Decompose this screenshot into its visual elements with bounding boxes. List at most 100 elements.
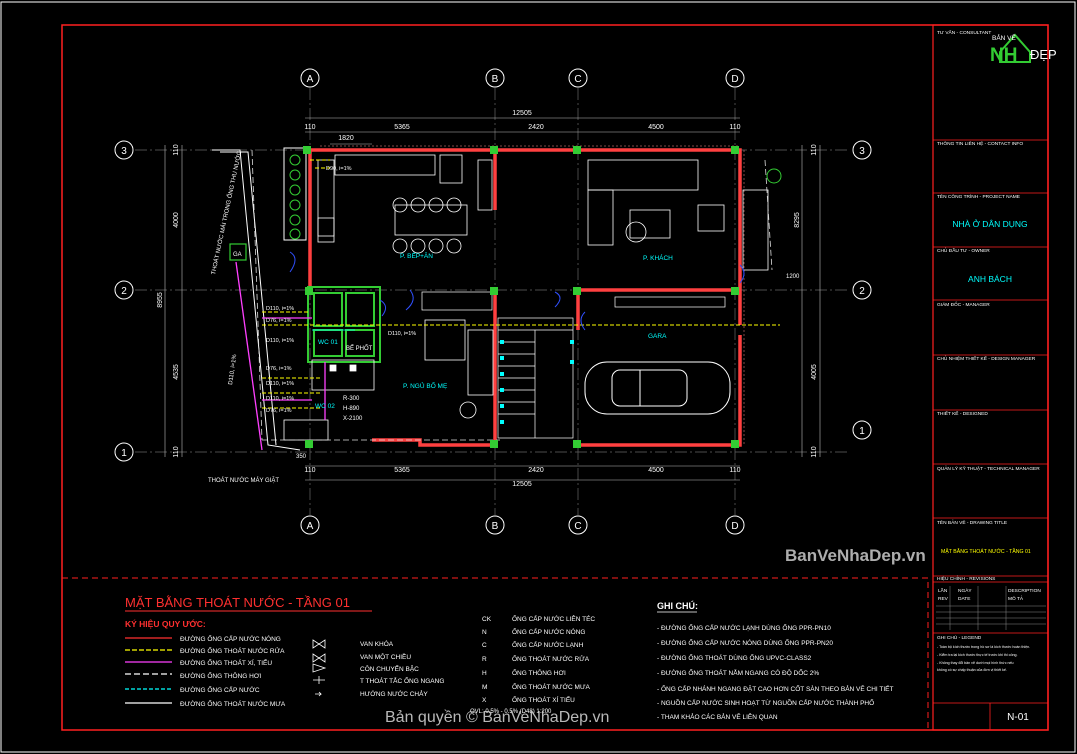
wc-zone bbox=[229, 243, 381, 363]
legend-code-n-label: ỐNG CẤP NƯỚC NÓNG bbox=[512, 626, 585, 636]
company-logo: BẢN VẼ NH ĐẸP bbox=[990, 33, 1057, 66]
tb-sheet-number: N-01 bbox=[1007, 712, 1029, 723]
grid-bubble-c-bottom bbox=[568, 515, 588, 535]
legend-symbol-icons bbox=[312, 639, 327, 697]
plants bbox=[289, 154, 782, 240]
tb-owner-heading: CHỦ ĐẦU TƯ - OWNER bbox=[937, 247, 990, 254]
tb-director: GIÁM ĐỐC - MANAGER bbox=[937, 301, 990, 308]
grid-label-d-bottom: D bbox=[731, 521, 738, 532]
copyright: Bản quyền © BanVeNhaDep.vn bbox=[385, 709, 609, 726]
room-label-garage: GARA bbox=[648, 333, 667, 340]
dim-top-seg-4: 4500 bbox=[648, 124, 664, 131]
grid-bubble-a-top bbox=[300, 68, 320, 88]
grid-bubble-d-top bbox=[725, 68, 745, 88]
stairs bbox=[421, 291, 574, 439]
tb-project-heading: TÊN CÔNG TRÌNH - PROJECT NAME bbox=[937, 192, 1020, 200]
dim-overall-top: 12505 bbox=[512, 110, 532, 117]
note-6: - NGUỒN CẤP NƯỚC SINH HOẠT TỪ NGUỒN CẤP … bbox=[657, 697, 874, 707]
note-7: - THAM KHẢO CÁC BẢN VẼ LIÊN QUAN bbox=[657, 712, 778, 721]
dim-bottom-seg-1: 110 bbox=[304, 467, 315, 474]
tb-legend-line-4: không có sự chấp thuận của đơn vị thiết … bbox=[937, 668, 1007, 672]
legend-symbol-5: HƯỚNG NƯỚC CHẢY bbox=[360, 689, 428, 698]
grid-bubble-c-top bbox=[568, 68, 588, 88]
courtyard bbox=[212, 147, 307, 451]
legend-symbol-4: T THOÁT TẮC ỐNG NGANG bbox=[360, 675, 444, 685]
notes-title: GHI CHÚ: bbox=[657, 600, 698, 611]
dim-right-1: 110 bbox=[811, 144, 818, 155]
pipes-magenta bbox=[235, 261, 326, 451]
tank-label: BỂ PHỐT bbox=[346, 345, 373, 352]
grid-bubbles bbox=[114, 68, 872, 535]
legend-code-m-label: ỐNG THOÁT NƯỚC MƯA bbox=[512, 681, 590, 691]
tb-legend-line-1: - Toàn bộ kích thước trong hồ sơ là kích… bbox=[937, 645, 1030, 649]
grid-bubble-3-left bbox=[114, 140, 134, 160]
legend-pipe-5: ĐƯỜNG ỐNG CẤP NƯỚC bbox=[180, 684, 260, 694]
room-label-living: P. KHÁCH bbox=[643, 253, 673, 262]
pipe-label-5: D76, i=1% bbox=[266, 366, 292, 372]
living-furniture bbox=[587, 159, 769, 271]
door-swings-blue bbox=[289, 251, 745, 331]
wall-hatch bbox=[320, 145, 745, 445]
grid-label-a-bottom: A bbox=[307, 521, 314, 532]
bottom-caption: OVL: 0.5% - 0.5% (D48) 1:200 bbox=[470, 709, 552, 715]
room-label-wc2: WC 02 bbox=[315, 403, 335, 410]
tb-designer: THIẾT KẾ - DESIGNED bbox=[937, 410, 988, 417]
dim-top-small: 1820 bbox=[338, 135, 354, 142]
logo-nh: NH bbox=[990, 45, 1017, 66]
dim-bottom-seg-4: 4500 bbox=[648, 467, 664, 474]
tb-technical-manager: QUẢN LÝ KỸ THUẬT - TECHNICAL MANAGER bbox=[937, 465, 1040, 472]
grid-bubble-1-right bbox=[852, 420, 872, 440]
check-valve-icon bbox=[312, 653, 326, 663]
tb-legend-heading: GHI CHÚ - LEGEND bbox=[937, 634, 982, 641]
tb-project-name: NHÀ Ở DÂN DỤNG bbox=[952, 218, 1027, 229]
drain-nodes bbox=[303, 146, 739, 448]
legend-code-m: M bbox=[482, 684, 487, 691]
grid-bubble-2-left bbox=[114, 280, 134, 300]
grid-label-a-top: A bbox=[307, 74, 314, 85]
legend-code-c-label: ỐNG CẤP NƯỚC LẠNH bbox=[512, 639, 584, 649]
dim-left-4: 4535 bbox=[173, 364, 180, 380]
logo-dep: ĐẸP bbox=[1030, 47, 1057, 62]
titleblock-rules bbox=[933, 139, 1048, 730]
tag-ga: GA bbox=[233, 252, 242, 258]
drawing-title: MẶT BẰNG THOÁT NƯỚC - TẦNG 01 bbox=[125, 595, 350, 610]
legend-pipe-1: ĐƯỜNG ỐNG CẤP NƯỚC NÓNG bbox=[180, 633, 281, 643]
side-label: D110, i=1% bbox=[228, 353, 238, 385]
tank-spec-x: X-2100 bbox=[343, 416, 363, 422]
tb-drawing-title: MẶT BẰNG THOÁT NƯỚC - TẦNG 01 bbox=[941, 547, 1031, 555]
pipe-label-6: D110, i=1% bbox=[266, 381, 294, 387]
dim-right-2: 8295 bbox=[794, 212, 801, 228]
legend-code-c: C bbox=[482, 642, 487, 649]
tag-1200: 1200 bbox=[786, 274, 800, 280]
grid-bubble-b-bottom bbox=[485, 515, 505, 535]
grid-label-1-left: 1 bbox=[121, 448, 127, 459]
flow-arrow-icon bbox=[315, 691, 322, 697]
grid-label-3-left: 3 bbox=[121, 146, 127, 157]
sheet-border bbox=[61, 24, 1049, 731]
grid-label-2-left: 2 bbox=[121, 286, 127, 297]
note-2: - ĐƯỜNG ỐNG CẤP NƯỚC NÓNG DÙNG ỐNG PPR-P… bbox=[657, 637, 833, 647]
legend-pipe-3: ĐƯỜNG ỐNG THOÁT XÍ, TIỂU bbox=[180, 657, 272, 667]
tb-consultant: TƯ VẤN - CONSULTANT bbox=[937, 29, 991, 36]
dim-left-5: 110 bbox=[173, 446, 180, 457]
dim-top-seg-2: 5365 bbox=[394, 124, 410, 131]
house-icon bbox=[999, 33, 1031, 63]
tank-spec-r: R-300 bbox=[343, 396, 360, 402]
pipe-label-8: D110, i=1% bbox=[388, 331, 416, 337]
tb-owner-name: ANH BÁCH bbox=[968, 274, 1012, 284]
legend-symbol-2: VAN MỘT CHIỀU bbox=[360, 651, 411, 661]
note-1: - ĐƯỜNG ỐNG CẤP NƯỚC LẠNH DÙNG ỐNG PPR-P… bbox=[657, 622, 831, 632]
roof-drain-label: THOÁT NƯỚC MÁY GIẶT bbox=[208, 477, 279, 484]
grid-bubble-b-top bbox=[485, 68, 505, 88]
stair-nodes bbox=[500, 340, 574, 424]
tb-contact: THÔNG TIN LIÊN HỆ - CONTACT INFO bbox=[937, 139, 1023, 147]
legend-code-ck: CK bbox=[482, 616, 492, 623]
grid-bubble-a-bottom bbox=[300, 515, 320, 535]
legend-code-r-label: ỐNG THOÁT NƯỚC RỬA bbox=[512, 653, 590, 663]
dim-bottom-seg-3: 2420 bbox=[528, 467, 544, 474]
legend-pipe-swatches bbox=[125, 637, 172, 704]
note-5: - ỐNG CẤP NHÁNH NGANG ĐẶT CAO HƠN CỐT SÀ… bbox=[657, 683, 894, 693]
legend-pipe-6: ĐƯỜNG ỐNG THOÁT NƯỚC MƯA bbox=[180, 698, 286, 708]
watermark: BanVeNhaDep.vn bbox=[785, 546, 926, 565]
